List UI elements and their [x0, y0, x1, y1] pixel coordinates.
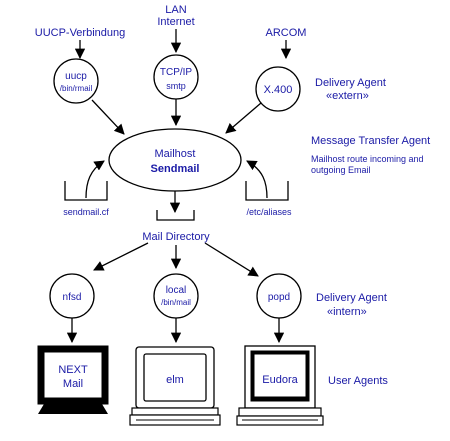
local-agent-name: local [166, 285, 187, 296]
x400-agent-node [255, 66, 301, 112]
mta-description-2: outgoing Email [311, 165, 371, 175]
x400-agent-name: X.400 [264, 84, 293, 96]
sendmail-cf-label: sendmail.cf [63, 207, 109, 217]
tcpip-agent-proto: smtp [166, 81, 186, 91]
arrow-sendmail-cf [85, 160, 105, 199]
mailhost-label: Mailhost [155, 148, 196, 160]
delivery-extern-label: Delivery Agent [315, 77, 386, 89]
uucp-source-label: UUCP-Verbindung [35, 27, 126, 39]
sendmail-label: Sendmail [151, 163, 200, 175]
arrow-directory-to-nfsd [93, 242, 149, 271]
popd-agent-name: popd [268, 292, 290, 303]
next-monitor-icon [37, 345, 109, 414]
tcpip-agent-name: TCP/IP [160, 67, 193, 78]
uucp-agent-node [53, 58, 99, 104]
mta-description-1: Mailhost route incoming and [311, 154, 424, 164]
nfsd-agent-name: nfsd [63, 292, 82, 303]
uucp-agent-path: /bin/rmail [60, 84, 93, 93]
arrow-directory-to-popd [204, 242, 259, 277]
arrow-uucp-to-mailhost [91, 99, 125, 135]
aliases-label: /etc/aliases [246, 207, 292, 217]
mail-directory-label: Mail Directory [142, 231, 210, 243]
mta-title: Message Transfer Agent [311, 135, 430, 147]
arrow-x400-to-mailhost [225, 102, 262, 134]
local-agent-path: /bin/mail [161, 298, 191, 307]
next-line-2: Mail [63, 378, 83, 390]
mail-directory-bracket [156, 210, 195, 221]
delivery-intern-tag: «intern» [327, 306, 367, 318]
aliases-bracket [245, 181, 289, 201]
delivery-extern-tag: «extern» [326, 90, 369, 102]
user-agents-label: User Agents [328, 375, 388, 387]
internet-source-label: Internet [157, 16, 194, 28]
elm-terminal-icon [129, 346, 221, 426]
arrow-aliases [246, 160, 268, 199]
mailhost-node [108, 128, 242, 192]
arcom-source-label: ARCOM [266, 27, 307, 39]
local-agent-node [153, 273, 199, 319]
delivery-intern-label: Delivery Agent [316, 292, 387, 304]
eudora-terminal-icon [236, 345, 324, 426]
uucp-agent-name: uucp [65, 71, 87, 82]
eudora-label: Eudora [262, 374, 298, 386]
lan-source-label: LAN [165, 4, 186, 16]
elm-label: elm [166, 374, 184, 386]
next-line-1: NEXT [58, 364, 88, 376]
sendmail-cf-bracket [64, 181, 108, 201]
